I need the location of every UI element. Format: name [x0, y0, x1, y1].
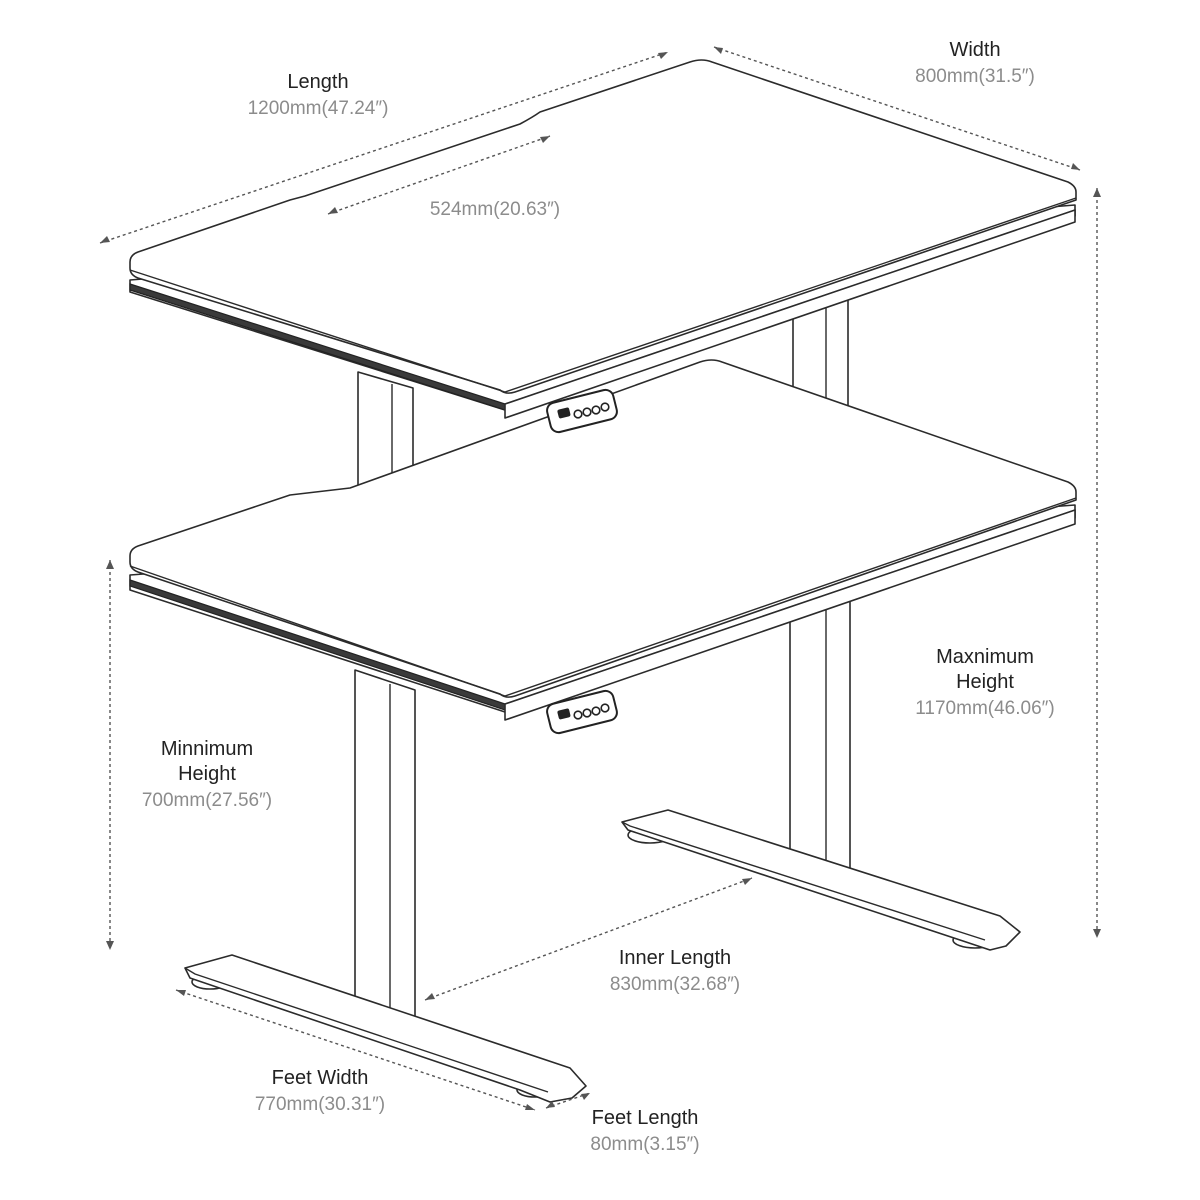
inner-length-label-name: Inner Length	[618, 947, 732, 969]
cutout-label: 524mm(20.63″)	[410, 196, 580, 224]
control-panel-upper	[546, 388, 618, 434]
min-height-label: Minnimum Height 700mm(27.56″)	[122, 737, 292, 815]
feet-width-label-name: Feet Width	[271, 1067, 369, 1089]
upper-desktop	[129, 59, 1077, 419]
width-label-value: 800mm(31.5″)	[915, 66, 1035, 87]
min-height-dimension-line	[106, 560, 114, 950]
max-height-label-value: 1170mm(46.06″)	[915, 698, 1055, 719]
inner-length-dimension-line	[424, 877, 753, 1001]
cutout-dimension-line	[327, 135, 551, 215]
max-height-label-line1: Maxnimum	[936, 646, 1034, 668]
rear-leg-lower	[789, 599, 851, 879]
min-height-label-line2: Height	[178, 763, 236, 785]
length-label-value: 1200mm(47.24″)	[247, 98, 389, 119]
max-height-label-line2: Height	[956, 671, 1014, 693]
feet-width-dimension-line	[175, 989, 536, 1111]
min-height-label-value: 700mm(27.56″)	[141, 790, 273, 811]
width-label: Width 800mm(31.5″)	[900, 38, 1050, 91]
min-height-label-line1: Minnimum	[160, 738, 254, 760]
inner-length-label: Inner Length 830mm(32.68″)	[590, 946, 760, 999]
length-label: Length 1200mm(47.24″)	[236, 70, 400, 123]
feet-length-label: Feet Length 80mm(3.15″)	[565, 1106, 725, 1159]
cutout-label-value: 524mm(20.63″)	[429, 199, 561, 220]
front-leg-lower	[354, 669, 416, 1027]
length-label-name: Length	[287, 71, 349, 93]
feet-length-label-value: 80mm(3.15″)	[590, 1134, 700, 1155]
feet-width-label-value: 770mm(30.31″)	[254, 1094, 386, 1115]
max-height-dimension-line	[1093, 188, 1101, 938]
width-dimension-line	[713, 46, 1081, 171]
control-panel-lower	[546, 689, 618, 735]
feet-length-dimension-line	[545, 1092, 591, 1109]
inner-length-label-value: 830mm(32.68″)	[609, 974, 741, 995]
max-height-label: Maxnimum Height 1170mm(46.06″)	[900, 645, 1070, 723]
length-dimension-line	[99, 51, 669, 244]
feet-length-label-name: Feet Length	[591, 1107, 699, 1129]
lower-desktop	[129, 359, 1077, 721]
front-foot	[184, 954, 587, 1103]
width-label-name: Width	[949, 39, 1001, 61]
rear-foot	[621, 809, 1021, 951]
feet-width-label: Feet Width 770mm(30.31″)	[235, 1066, 405, 1119]
